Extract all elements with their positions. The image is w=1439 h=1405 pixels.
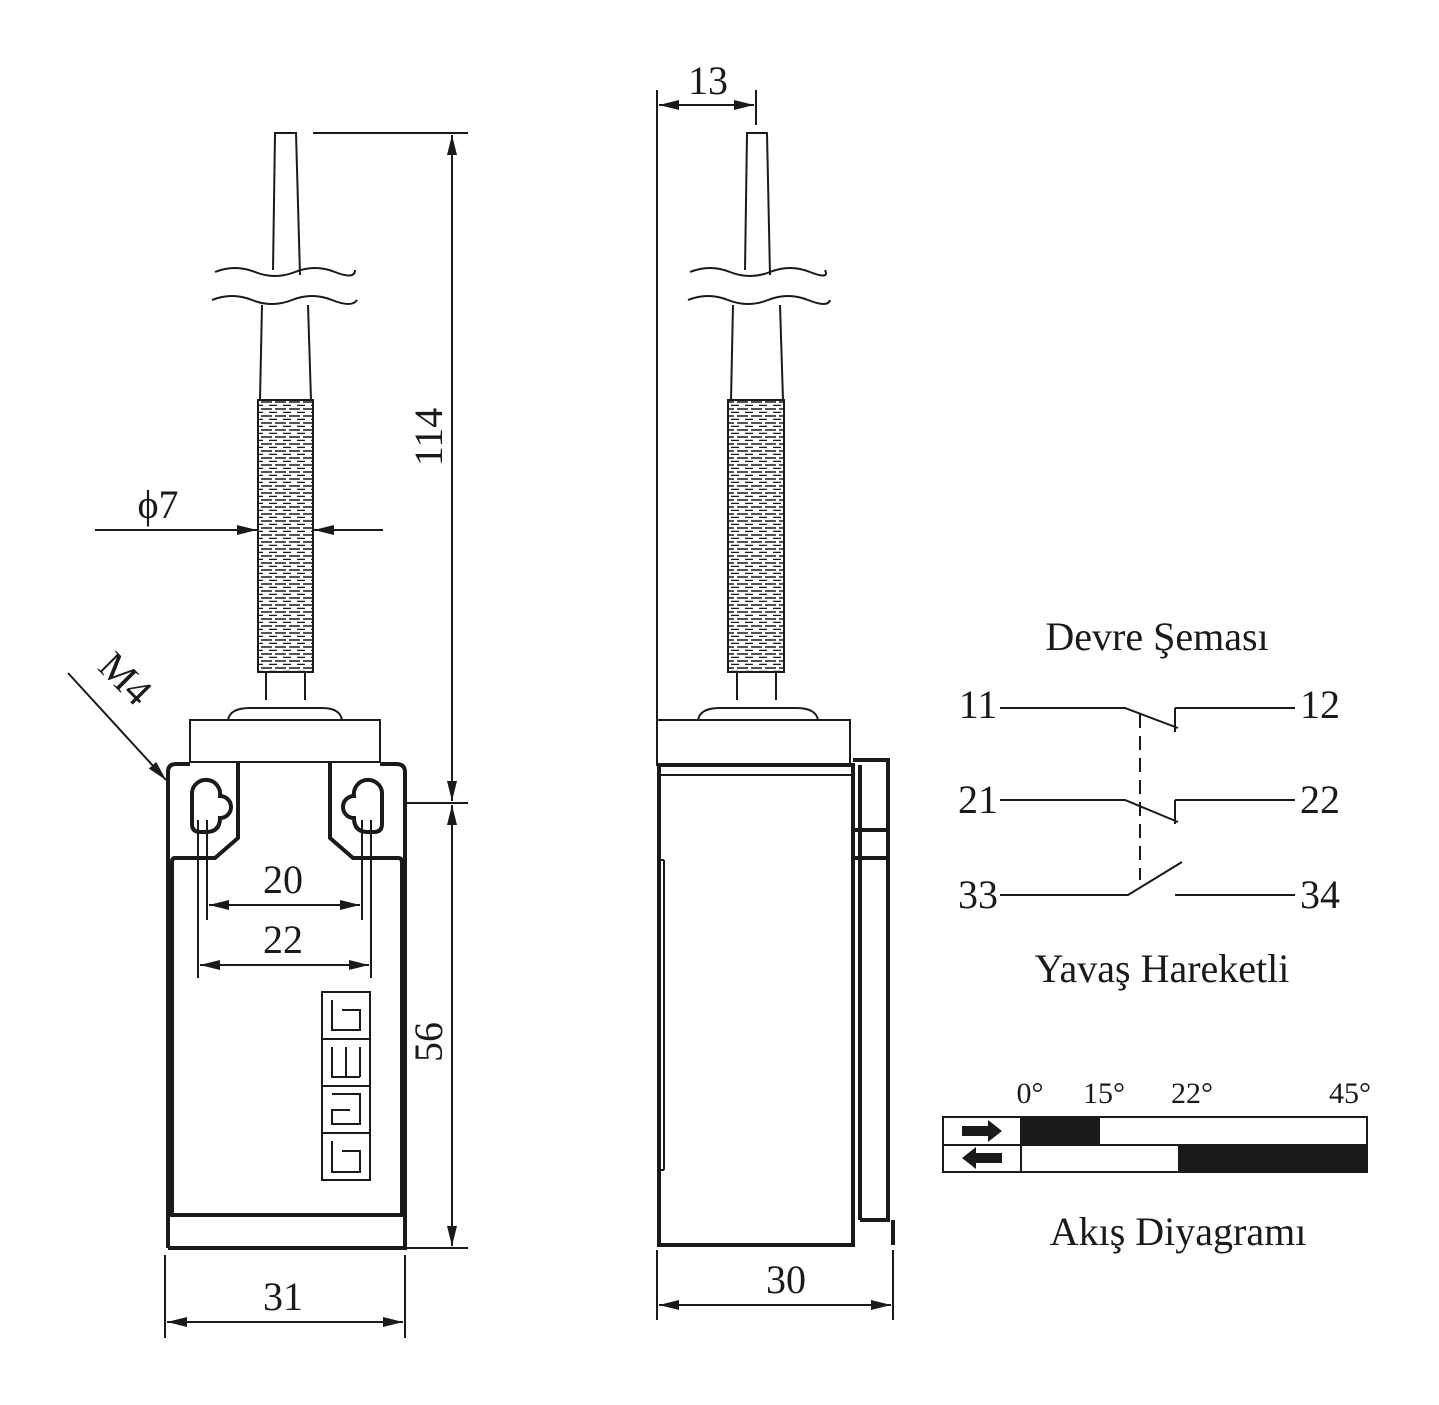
terminal-22: 22 — [1300, 777, 1340, 822]
actuator-rod — [211, 132, 358, 721]
front-view: 114 56 31 20 22 ϕ7 M4 — [67, 132, 468, 1338]
dim-31-label: 31 — [263, 1274, 303, 1319]
angle-label-45: 45° — [1329, 1077, 1371, 1110]
dim-31: 31 — [164, 1255, 406, 1338]
dim-20-label: 20 — [263, 857, 303, 902]
head-cap — [189, 719, 381, 763]
terminal-11: 11 — [959, 682, 998, 727]
angle-label-0: 0° — [1017, 1077, 1044, 1110]
flow-diagram-title: Akış Diyagramı — [1050, 1209, 1307, 1254]
dim-56-label: 56 — [406, 1022, 451, 1062]
circuit-title: Devre Şeması — [1045, 614, 1268, 659]
brand-logo — [321, 991, 371, 1181]
angle-label-22: 22° — [1171, 1077, 1213, 1110]
spring — [257, 399, 314, 673]
side-view: 13 30 — [656, 58, 895, 1320]
dim-diameter-7: ϕ7 — [95, 482, 383, 535]
thread-label: M4 — [90, 643, 161, 714]
dim-56: 56 — [406, 805, 468, 1249]
mounting-slot-right — [341, 777, 384, 834]
terminal-21: 21 — [958, 777, 998, 822]
thread-callout-m4: M4 — [67, 643, 167, 781]
dim-20-22: 20 22 — [197, 820, 372, 978]
dim-30-label: 30 — [766, 1257, 806, 1302]
angle-label-15: 15° — [1083, 1077, 1125, 1110]
terminal-33: 33 — [958, 872, 998, 917]
circuit-subtitle: Yavaş Hareketli — [1035, 946, 1290, 991]
circuit-diagram: Devre Şeması 11 12 21 22 33 34 Yavaş Har… — [958, 614, 1340, 991]
spring-side — [727, 399, 785, 673]
flow-diagram: 0° 15° 22° 45° Akış Diyagramı — [942, 1077, 1371, 1254]
dim-114-label: 114 — [406, 408, 451, 467]
flow-bars — [1021, 1117, 1367, 1172]
arrow-left-icon — [962, 1147, 1002, 1169]
dim-30: 30 — [656, 1250, 894, 1320]
arrow-right-icon — [962, 1120, 1002, 1142]
flow-bar-forward — [1021, 1117, 1100, 1145]
terminal-12: 12 — [1300, 682, 1340, 727]
dim-13: 13 — [656, 58, 757, 760]
flow-bar-return — [1178, 1145, 1367, 1172]
switch-body — [166, 761, 407, 1250]
dim-22-label: 22 — [263, 917, 303, 962]
dim-diameter-label: ϕ7 — [137, 482, 178, 527]
terminal-34: 34 — [1300, 872, 1340, 917]
dim-13-label: 13 — [688, 58, 728, 103]
dim-114: 114 — [313, 132, 468, 804]
